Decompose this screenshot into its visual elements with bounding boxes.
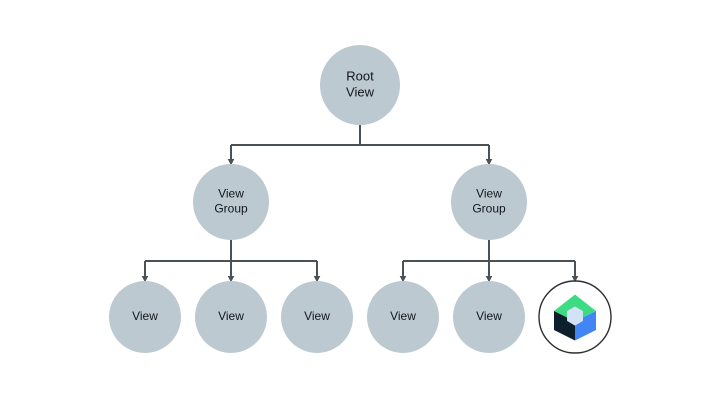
node-leaf-1[interactable]: View xyxy=(109,281,181,353)
edge-group-group-left xyxy=(141,240,321,283)
logo-right-face xyxy=(575,311,596,341)
node-label: Root xyxy=(346,68,374,83)
node-circle xyxy=(195,281,267,353)
node-circle xyxy=(109,281,181,353)
node-label: View xyxy=(304,309,330,323)
node-label: Group xyxy=(214,202,248,216)
node-circle xyxy=(320,45,400,125)
node-label: View xyxy=(218,309,244,323)
edge-group-root xyxy=(227,125,493,166)
node-label: View xyxy=(476,309,502,323)
node-leaf-2[interactable]: View xyxy=(195,281,267,353)
node-label: View xyxy=(218,187,244,201)
node-label: View xyxy=(390,309,416,323)
logo-center-hex xyxy=(567,306,583,326)
edge-layer xyxy=(141,125,579,283)
jetpack-compose-logo xyxy=(554,294,596,341)
node-circle xyxy=(193,164,269,240)
node-label: Group xyxy=(472,202,506,216)
node-leaf-4[interactable]: View xyxy=(367,281,439,353)
node-leaf-compose[interactable] xyxy=(538,280,612,354)
edge-group-group-right xyxy=(399,240,579,283)
node-circle xyxy=(281,281,353,353)
node-label: View xyxy=(346,84,375,99)
node-leaf-3[interactable]: View xyxy=(281,281,353,353)
node-circle xyxy=(451,164,527,240)
node-leaf-5[interactable]: View xyxy=(453,281,525,353)
node-label: View xyxy=(132,309,158,323)
node-circle xyxy=(453,281,525,353)
node-label: View xyxy=(476,187,502,201)
logo-left-face xyxy=(554,311,575,341)
node-circle xyxy=(367,281,439,353)
